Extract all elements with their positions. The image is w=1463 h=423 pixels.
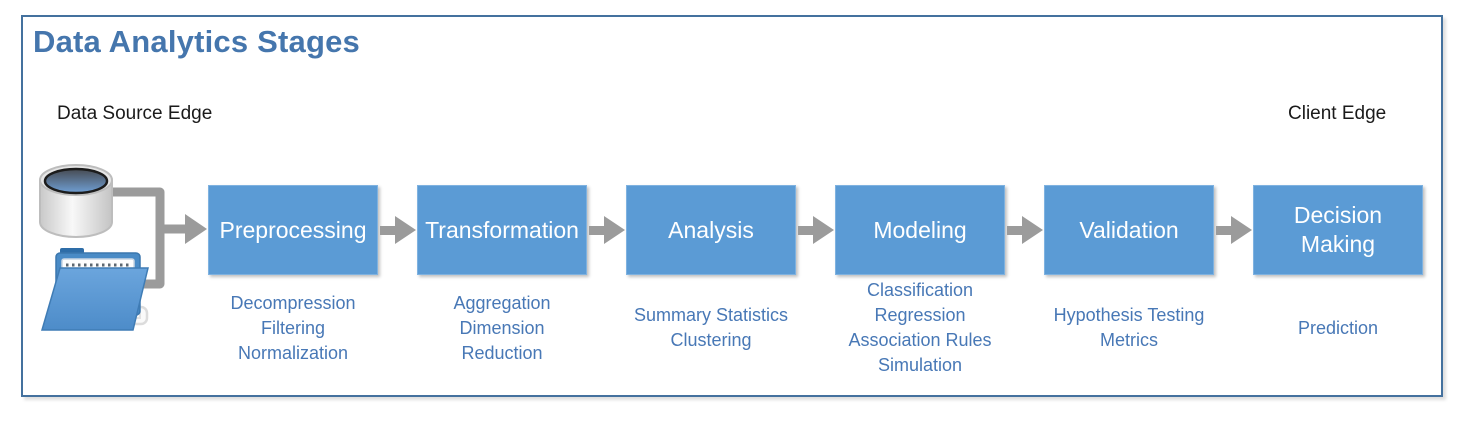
- stage-label: Transformation: [425, 216, 579, 243]
- technique-item: Dimension: [459, 317, 545, 338]
- client-edge-label: Client Edge: [1288, 103, 1387, 124]
- arrow-right-icon: [1214, 215, 1253, 245]
- technique-item: Normalization: [237, 342, 349, 363]
- technique-item: Filtering: [260, 317, 326, 338]
- stage-label: Modeling: [873, 216, 967, 243]
- stage-box-transformation: Transformation: [417, 185, 587, 275]
- stage-box-analysis: Analysis: [626, 185, 796, 275]
- technique-item: Association Rules: [848, 330, 992, 350]
- technique-item: Simulation: [877, 355, 963, 375]
- page-title: Data Analytics Stages: [33, 24, 360, 59]
- stage-label: Decision Making: [1293, 202, 1383, 257]
- technique-item: Prediction: [1297, 317, 1379, 338]
- technique-item: Regression: [874, 305, 966, 325]
- technique-item: Metrics: [1100, 330, 1158, 350]
- arrow-right-icon: [1005, 215, 1044, 245]
- stage-pipeline: Preprocessing Transformation Analysis Mo…: [208, 185, 1423, 275]
- techniques-decision-making: Prediction: [1253, 275, 1423, 381]
- techniques-preprocessing: Decompression Filtering Normalization: [208, 275, 378, 381]
- arrow-right-icon: [796, 215, 835, 245]
- techniques-transformation: Aggregation Dimension Reduction: [417, 275, 587, 381]
- arrow-right-icon: [378, 215, 417, 245]
- technique-item: Classification: [866, 280, 974, 300]
- technique-lists: Decompression Filtering Normalization Ag…: [208, 275, 1423, 381]
- technique-item: Hypothesis Testing: [1053, 305, 1205, 325]
- techniques-modeling: Classification Regression Association Ru…: [835, 275, 1005, 381]
- technique-item: Decompression: [230, 292, 356, 313]
- technique-item: Clustering: [670, 330, 752, 350]
- stage-box-preprocessing: Preprocessing: [208, 185, 378, 275]
- stage-label: Preprocessing: [219, 216, 367, 243]
- stage-box-modeling: Modeling: [835, 185, 1005, 275]
- technique-item: Summary Statistics: [633, 305, 789, 325]
- stage-box-decision-making: Decision Making: [1253, 185, 1423, 275]
- stage-box-validation: Validation: [1044, 185, 1214, 275]
- stage-label: Validation: [1079, 216, 1179, 243]
- technique-item: Reduction: [461, 342, 543, 363]
- technique-item: Aggregation: [453, 292, 551, 313]
- stage-label: Analysis: [668, 216, 754, 243]
- techniques-validation: Hypothesis Testing Metrics: [1044, 275, 1214, 381]
- data-source-edge-label: Data Source Edge: [57, 103, 213, 124]
- techniques-analysis: Summary Statistics Clustering: [626, 275, 796, 381]
- arrow-right-icon: [587, 215, 626, 245]
